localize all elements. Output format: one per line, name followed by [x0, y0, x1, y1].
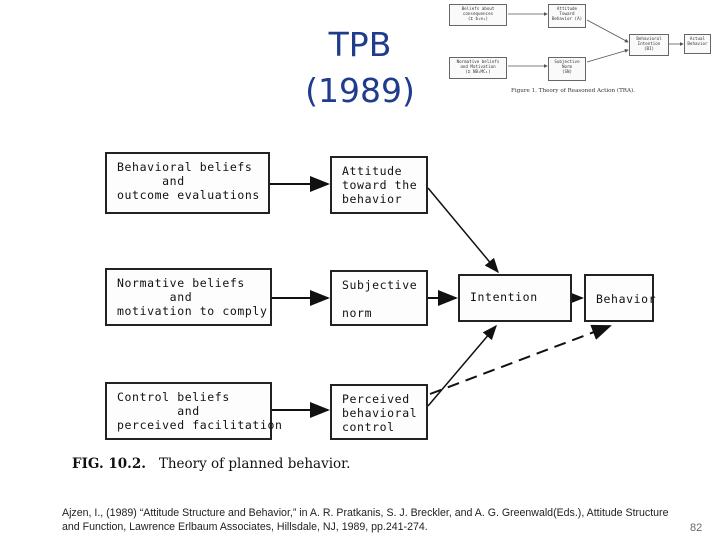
attitude-box: Attitude toward the behavior — [330, 156, 428, 214]
tpb-arrows — [270, 176, 612, 418]
tra-thumbnail-arrows — [508, 12, 684, 68]
thumb-normative-box: Normative beliefs and Motivation (Σ NB₁M… — [449, 57, 507, 79]
arrow-pbc-to-behavior-dashed — [429, 324, 612, 395]
thumb-attitude-box: Attitude Toward Behavior (A) — [548, 4, 586, 28]
thumb-beliefs-box: Beliefs about consequences (Σ b₁e₁) — [449, 4, 507, 26]
slide-title-line2: (1989) — [305, 71, 415, 110]
slide-title: TPB (1989) — [280, 22, 440, 114]
behavior-box: Behavior — [584, 274, 656, 322]
tpb-diagram: Behavioral beliefs and outcome evaluatio… — [100, 148, 660, 448]
slide-title-line1: TPB — [328, 25, 392, 64]
arrow-attitude-to-intention — [427, 187, 499, 274]
subjective-norm-box: Subjective norm — [330, 270, 428, 326]
page-number: 82 — [690, 522, 703, 534]
thumb-caption: Figure 1. Theory of Reasoned Action (TRA… — [511, 88, 636, 94]
figure-caption-text: Theory of planned behavior. — [158, 456, 351, 472]
perceived-control-box: Perceived behavioral control — [330, 384, 428, 440]
normative-beliefs-box: Normative beliefs and motivation to comp… — [105, 268, 272, 326]
figure-caption: FIG. 10.2. Theory of planned behavior. — [72, 456, 350, 472]
behavioral-beliefs-box: Behavioral beliefs and outcome evaluatio… — [105, 152, 270, 214]
thumb-behavior-box: Actual Behavior — [684, 34, 711, 54]
control-beliefs-box: Control beliefs and perceived facilitati… — [105, 382, 282, 440]
thumb-intention-box: Behavioral Intention (BI) — [629, 34, 669, 56]
reference-citation: Ajzen, I., (1989) “Attitude Structure an… — [62, 507, 669, 533]
intention-box: Intention — [458, 274, 572, 322]
figure-caption-label: FIG. 10.2. — [72, 456, 146, 472]
tra-thumbnail-figure: Beliefs about consequences (Σ b₁e₁) Atti… — [443, 2, 713, 102]
thumb-subjective-norm-box: Subjective Norm (SN) — [548, 57, 586, 81]
arrow-pbc-to-intention — [427, 324, 497, 407]
